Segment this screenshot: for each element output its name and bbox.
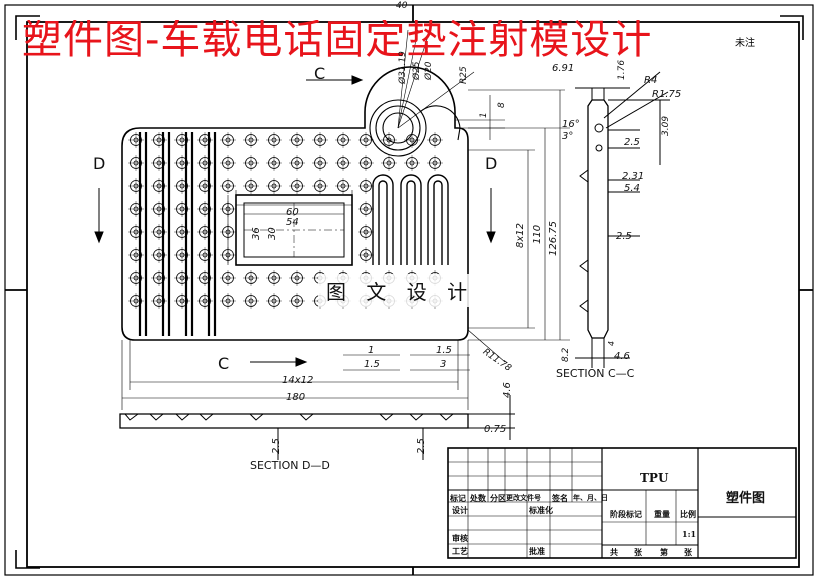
tb-header-4: 签名: [552, 493, 568, 503]
corner-note: 未注: [735, 38, 755, 49]
section-c-arrows: [250, 75, 364, 367]
centring-marks: [5, 5, 813, 575]
tb-review: 审核: [452, 533, 468, 543]
dim-54: 54: [286, 217, 299, 228]
dim-110: 110: [532, 224, 543, 244]
dim-c-3deg: 3°: [562, 131, 574, 142]
section-marker-d-left: D: [93, 154, 106, 173]
dim-1-5-a: 1.5: [364, 359, 380, 370]
dim-8: 8: [497, 102, 507, 108]
section-label-dd: SECTION D—D: [250, 459, 330, 472]
tb-scale-value: 1:1: [682, 529, 697, 539]
dim-c-16deg: 16°: [562, 119, 580, 130]
dim-r25: R25: [459, 66, 469, 84]
tb-design: 设计: [452, 505, 468, 515]
u-channels: [372, 174, 449, 265]
title-drawing-name: 塑件图: [726, 491, 766, 506]
rect-window: [235, 194, 353, 266]
dimension-lines: [121, 29, 570, 410]
title-material: TPU: [640, 471, 669, 485]
dim-60: 60: [286, 207, 299, 218]
section-dd-profile: [119, 395, 515, 460]
dim-c-5-4: 5.4: [624, 183, 640, 194]
dim-c-1-76: 1.76: [617, 59, 627, 80]
dim-2-5-b: 2.5: [416, 438, 427, 454]
tb-process: 工艺: [452, 546, 468, 556]
part-front-view: [121, 66, 469, 341]
dim-c-r4: R4: [644, 75, 658, 86]
tb-sheets: 张: [634, 547, 642, 557]
tb-scale: 比例: [680, 509, 696, 519]
section-marker-d-right: D: [485, 154, 498, 173]
center-watermark: 图 文 设 计: [318, 274, 483, 307]
dim-40: 40: [396, 1, 408, 11]
tb-stage-mark: 阶段标记: [610, 509, 642, 519]
overlay-title: 塑件图-车载电话固定垫注射模设计: [22, 20, 653, 60]
dim-c-8-2: 8.2: [561, 347, 571, 362]
dim-1-top: 1: [479, 112, 489, 118]
dim-phi31: Ø31.19: [398, 51, 408, 84]
vertical-ribs: [138, 132, 217, 336]
tb-header-1: 处数: [470, 493, 486, 503]
dim-126: 126.75: [548, 221, 559, 256]
trim-corner-marks: [15, 15, 804, 569]
tb-header-2: 分区: [490, 493, 506, 503]
tb-header-0: 标记: [450, 493, 466, 503]
tb-sheet2: 张: [684, 547, 692, 557]
section-marker-c-top: C: [314, 64, 326, 83]
dim-2-5-a: 2.5: [271, 438, 282, 454]
dim-c-4-6: 4.6: [614, 351, 630, 362]
tb-approve: 批准: [529, 546, 545, 556]
section-marker-c-bottom: C: [218, 354, 230, 373]
tb-weight: 重量: [654, 509, 670, 519]
tb-total: 共: [610, 547, 618, 557]
dim-30: 30: [267, 227, 278, 240]
dim-8x12: 8x12: [515, 222, 526, 248]
section-d-arrows: [94, 188, 496, 244]
dim-c-2-31: 2.31: [622, 171, 645, 182]
tb-page: 第: [660, 547, 668, 557]
section-cc-profile: [575, 71, 670, 368]
dim-1-bottom: 1: [368, 345, 375, 356]
dim-c-4: 4: [607, 340, 616, 346]
dim-c-r1-75: R1.75: [652, 89, 682, 100]
tb-standardize: 标准化: [529, 505, 553, 515]
dim-c-2-5-b: 2.5: [616, 231, 632, 242]
dim-3: 3: [440, 359, 447, 370]
title-block-lines: [447, 447, 797, 559]
dim-0-75: 0.75: [484, 424, 507, 435]
tb-header-3: 更改文件号: [506, 493, 541, 502]
dim-c-2-5: 2.5: [624, 137, 640, 148]
dim-180: 180: [286, 392, 306, 403]
dim-4-6: 4.6: [502, 382, 513, 398]
dim-36: 36: [251, 227, 262, 240]
dim-phi25: Ø25: [412, 61, 422, 80]
dim-14x12: 14x12: [282, 375, 314, 386]
dim-1-5-b: 1.5: [436, 345, 452, 356]
section-label-cc: SECTION C—C: [556, 367, 635, 380]
tb-header-5: 年、月、日: [573, 493, 608, 502]
dim-c-6-91: 6.91: [552, 63, 575, 74]
dim-c-3-09: 3.09: [661, 115, 671, 136]
dim-phi20: Ø20: [424, 61, 434, 80]
